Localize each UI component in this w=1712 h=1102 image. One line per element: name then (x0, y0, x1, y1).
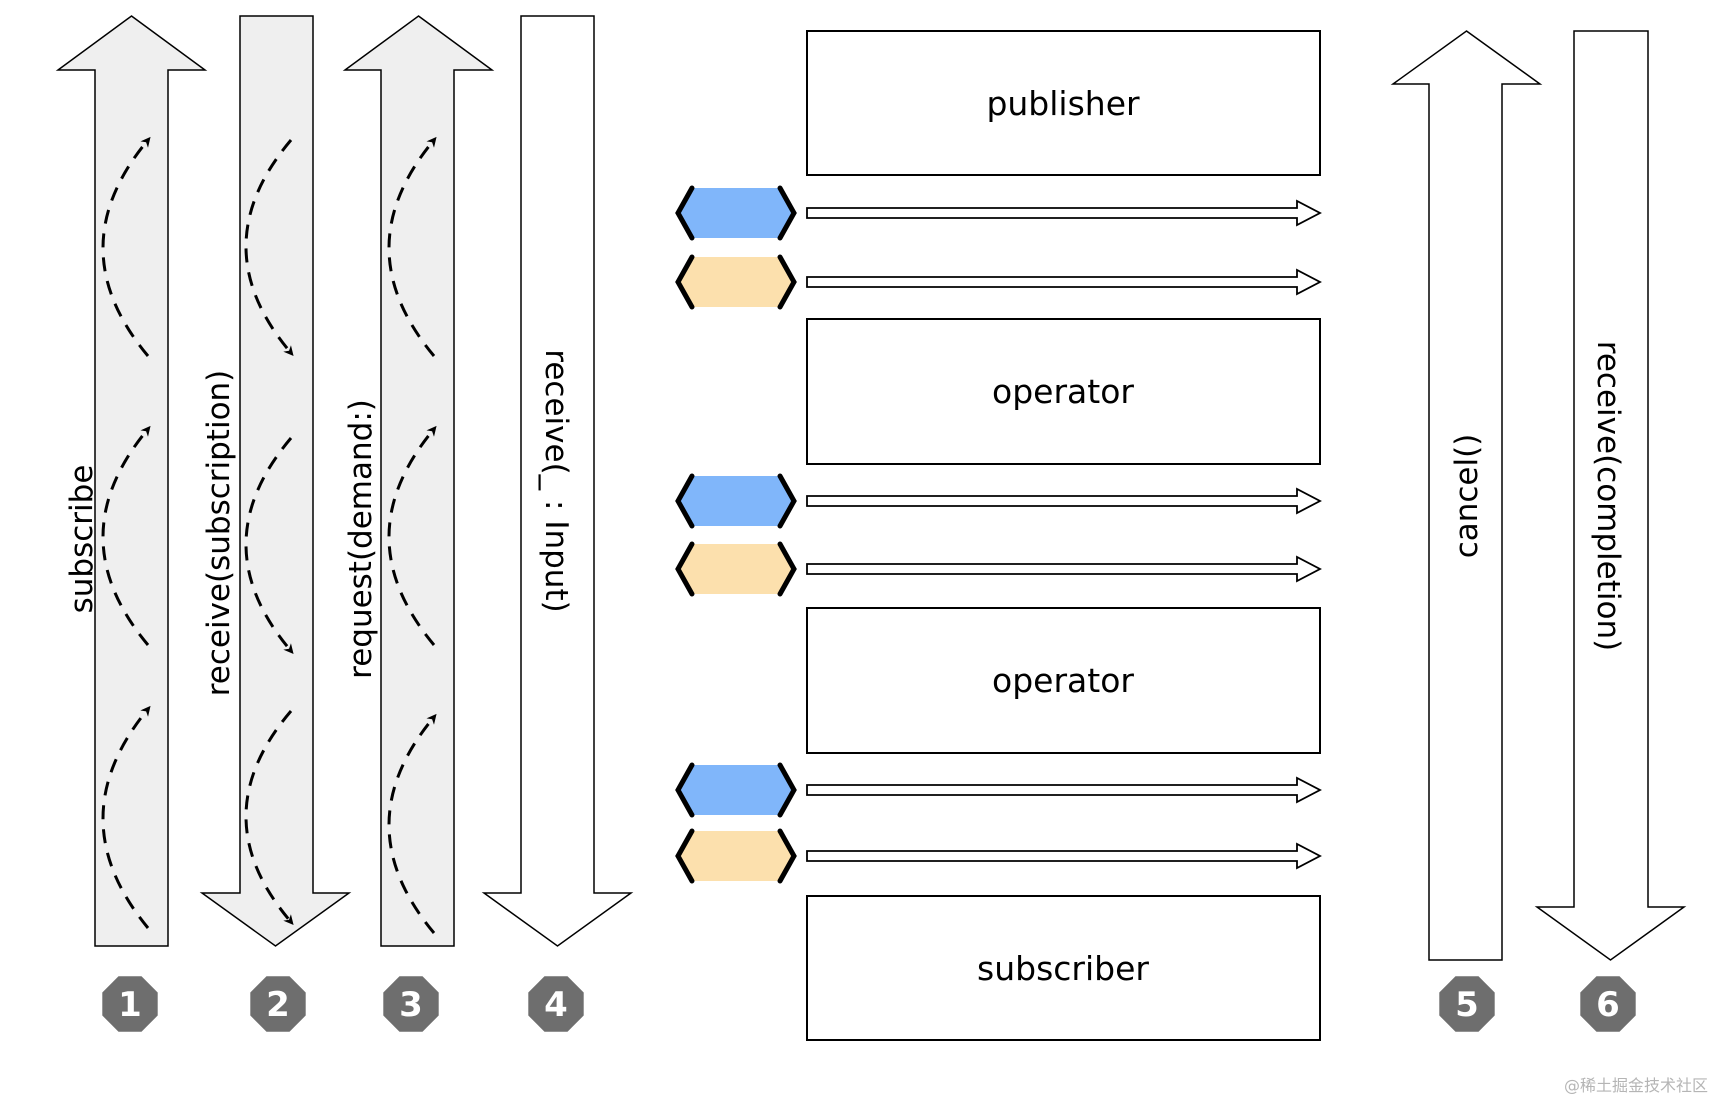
flow-arrow (806, 268, 1322, 296)
dashed-curved-arrow (387, 713, 437, 934)
step-4-label: receive(_ : Input) (538, 349, 574, 612)
dashed-curved-arrow (244, 710, 294, 926)
step-1-label: subscribe (64, 465, 100, 614)
step-number: 5 (1455, 985, 1479, 1025)
step-4-badge: 4 (528, 976, 584, 1032)
step-3-badge: 3 (383, 976, 439, 1032)
step-2-badge: 2 (250, 976, 306, 1032)
dashed-curved-arrow (101, 705, 151, 929)
step-number: 3 (399, 985, 423, 1025)
step-5-badge: 5 (1439, 976, 1495, 1032)
flow-arrow (806, 842, 1322, 870)
operator-label: operator (992, 661, 1134, 700)
step-number: 6 (1596, 985, 1620, 1025)
step-number: 1 (118, 985, 142, 1025)
dashed-curved-arrow (244, 437, 294, 655)
publisher-box: publisher (806, 30, 1321, 176)
dashed-curved-arrow (101, 425, 151, 646)
value-token (675, 762, 797, 818)
operator-box: operator (806, 318, 1321, 465)
step-6-badge: 6 (1580, 976, 1636, 1032)
flow-arrow (806, 555, 1322, 583)
flow-arrow (806, 776, 1322, 804)
step-5-label: cancel() (1449, 434, 1485, 559)
publisher-label: publisher (986, 84, 1140, 123)
dashed-curved-arrow (387, 136, 437, 357)
subscriber-box: subscriber (806, 895, 1321, 1041)
completion-token (675, 828, 797, 884)
operator-label: operator (992, 372, 1134, 411)
subscriber-label: subscriber (977, 949, 1149, 988)
dashed-curved-arrow (101, 136, 151, 357)
value-token (675, 473, 797, 529)
flow-arrow (806, 199, 1322, 227)
value-token (675, 185, 797, 241)
completion-token (675, 541, 797, 597)
dashed-curved-arrow (244, 139, 294, 357)
watermark: @稀土掘金技术社区 (1564, 1076, 1708, 1095)
dashed-curved-arrow (387, 425, 437, 646)
step-6-label: receive(completion) (1590, 341, 1626, 651)
step-3-label: request(demand:) (343, 399, 379, 679)
step-4-down-arrow (481, 15, 634, 947)
step-6-down-arrow (1534, 30, 1687, 961)
step-number: 2 (266, 985, 290, 1025)
operator-box: operator (806, 607, 1321, 754)
step-1-badge: 1 (102, 976, 158, 1032)
step-number: 4 (544, 985, 568, 1025)
step-2-down-arrow (199, 15, 352, 947)
step-5-up-arrow (1390, 30, 1543, 961)
step-3-up-arrow (342, 15, 495, 947)
flow-arrow (806, 487, 1322, 515)
completion-token (675, 254, 797, 310)
step-1-up-arrow (55, 15, 208, 947)
step-2-label: receive(subscription) (201, 370, 237, 697)
